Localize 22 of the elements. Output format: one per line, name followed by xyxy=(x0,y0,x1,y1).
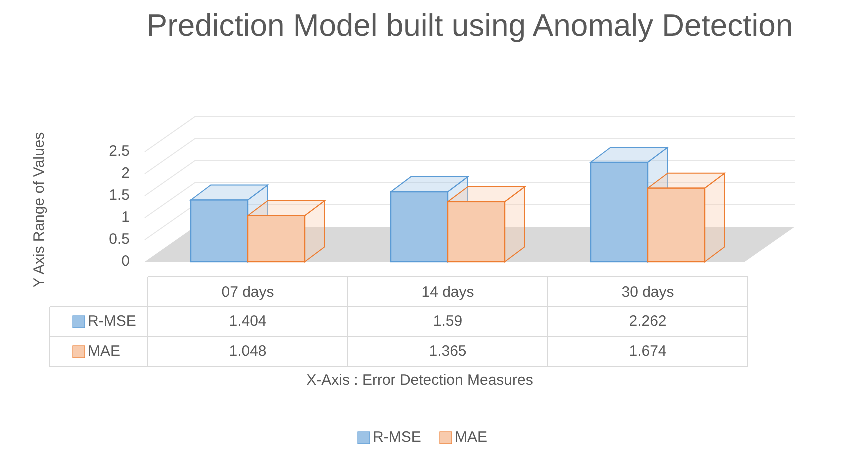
legend-label: R-MSE xyxy=(373,429,422,447)
series-name: MAE xyxy=(88,343,121,361)
category-label: 30 days xyxy=(622,284,674,302)
legend-label: MAE xyxy=(455,429,488,447)
value-label: 1.59 xyxy=(433,313,463,331)
axis-tick-label: 1.5 xyxy=(109,187,130,205)
value-label: 1.048 xyxy=(229,343,267,361)
value-label: 1.365 xyxy=(429,343,467,361)
value-label: 1.404 xyxy=(229,313,267,331)
series-name: R-MSE xyxy=(88,313,136,331)
chart-title: Prediction Model built using Anomaly Detection xyxy=(146,7,794,45)
axis-tick-label: 2.5 xyxy=(109,143,130,161)
value-label: 1.674 xyxy=(629,343,667,361)
axis-tick-label: 1 xyxy=(122,209,130,227)
axis-tick-label: 0 xyxy=(122,253,130,271)
category-label: 07 days xyxy=(222,284,274,302)
axis-tick-label: 0.5 xyxy=(109,231,130,249)
value-label: 2.262 xyxy=(629,313,667,331)
axis-title: X-Axis : Error Detection Measures xyxy=(306,372,534,390)
axis-title: Y Axis Range of Values xyxy=(31,132,49,288)
category-label: 14 days xyxy=(422,284,474,302)
axis-tick-label: 2 xyxy=(122,165,130,183)
